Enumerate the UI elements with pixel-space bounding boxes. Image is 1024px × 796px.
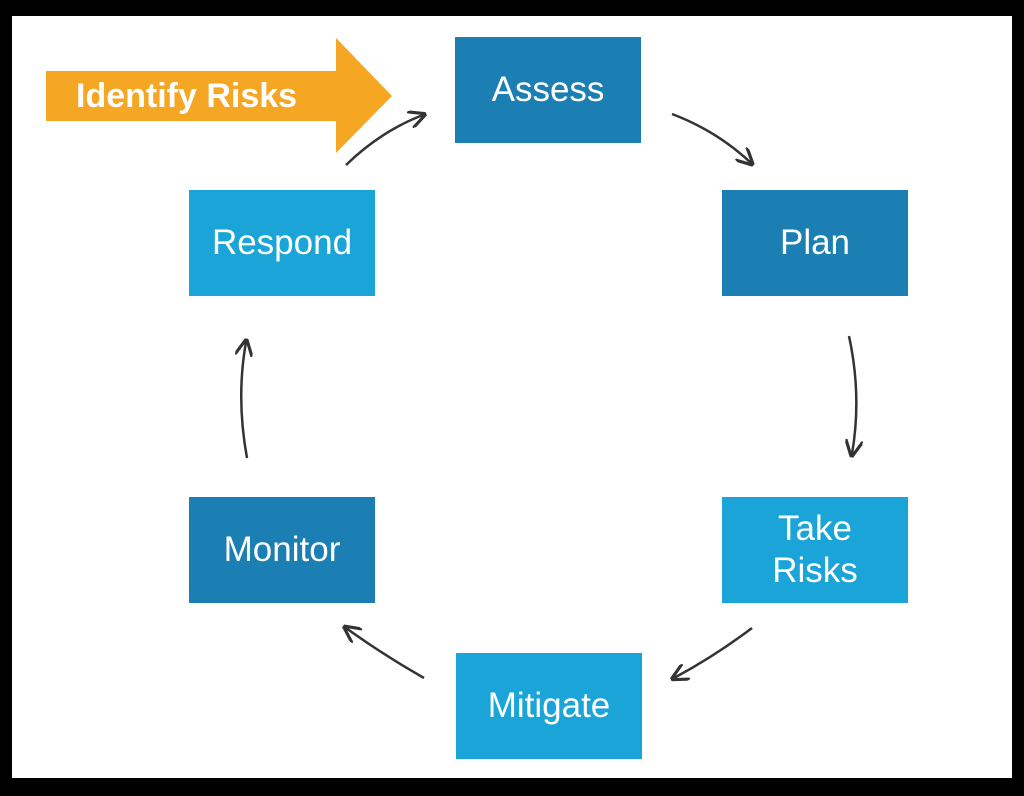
- arrow-respond-to-assess: [345, 115, 423, 166]
- step-take-risks: Take Risks: [722, 497, 908, 603]
- cycle-connectors: [12, 16, 1012, 778]
- arrow-monitor-to-respond: [241, 342, 247, 459]
- step-respond: Respond: [189, 190, 375, 296]
- identify-risks-label: Identify Risks: [76, 76, 298, 115]
- identify-risks-arrow: [46, 38, 392, 153]
- diagram-canvas: Identify Risks Assess Plan Take Risks Mi…: [12, 16, 1012, 778]
- identify-risks-arrow-shape: [46, 38, 392, 153]
- step-monitor: Monitor: [189, 497, 375, 603]
- arrow-take-risks-to-mitigate: [674, 627, 753, 678]
- arrow-mitigate-to-monitor: [346, 628, 425, 680]
- arrow-assess-to-plan: [671, 112, 751, 163]
- arrow-plan-to-take-risks: [849, 335, 856, 454]
- step-mitigate: Mitigate: [456, 653, 642, 759]
- step-plan: Plan: [722, 190, 908, 296]
- step-assess: Assess: [455, 37, 641, 143]
